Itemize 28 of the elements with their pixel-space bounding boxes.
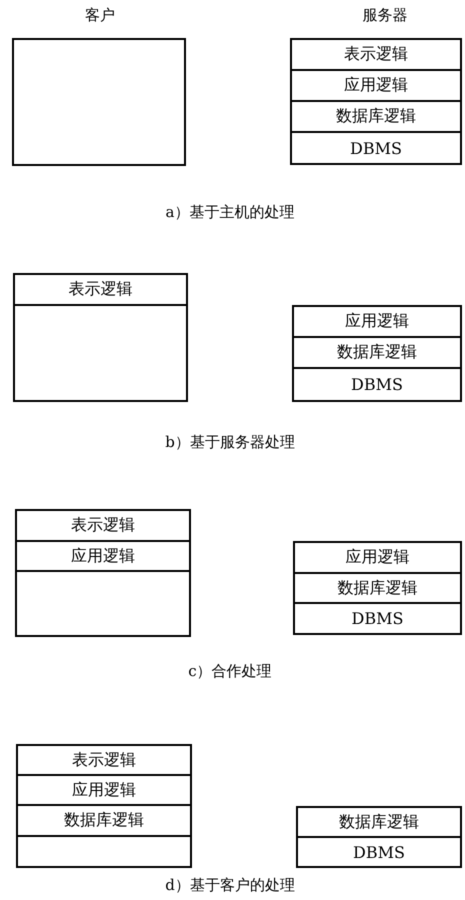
figure-caption: c）合作处理 [188, 662, 272, 681]
empty-box [13, 304, 188, 402]
layer-cell: 数据库逻辑 [296, 806, 462, 838]
layer-cell: 表示逻辑 [290, 38, 462, 71]
column-heading: 客户 [85, 6, 115, 25]
figure-caption: d）基于客户的处理 [165, 876, 295, 895]
figure-caption: a）基于主机的处理 [166, 203, 294, 222]
layer-cell: 应用逻辑 [293, 541, 462, 574]
empty-box [12, 38, 186, 166]
figure-caption: b）基于服务器处理 [165, 433, 295, 452]
layer-cell: 数据库逻辑 [16, 804, 192, 837]
column-heading: 服务器 [362, 6, 408, 25]
layer-cell: 表示逻辑 [15, 509, 191, 542]
layer-cell: 数据库逻辑 [293, 572, 462, 604]
layer-cell: 表示逻辑 [16, 744, 192, 776]
layer-cell: 数据库逻辑 [290, 100, 462, 133]
layer-cell: 应用逻辑 [16, 774, 192, 806]
layer-cell: DBMS [293, 602, 462, 635]
layer-cell: DBMS [290, 131, 462, 165]
layer-cell: 应用逻辑 [15, 540, 191, 572]
layer-cell: 表示逻辑 [13, 273, 188, 306]
layer-cell: DBMS [292, 367, 462, 402]
empty-box [15, 570, 191, 637]
layer-cell: DBMS [296, 836, 462, 868]
layer-cell: 应用逻辑 [290, 69, 462, 102]
empty-box [16, 835, 192, 868]
layer-cell: 应用逻辑 [292, 305, 462, 338]
layer-cell: 数据库逻辑 [292, 336, 462, 369]
